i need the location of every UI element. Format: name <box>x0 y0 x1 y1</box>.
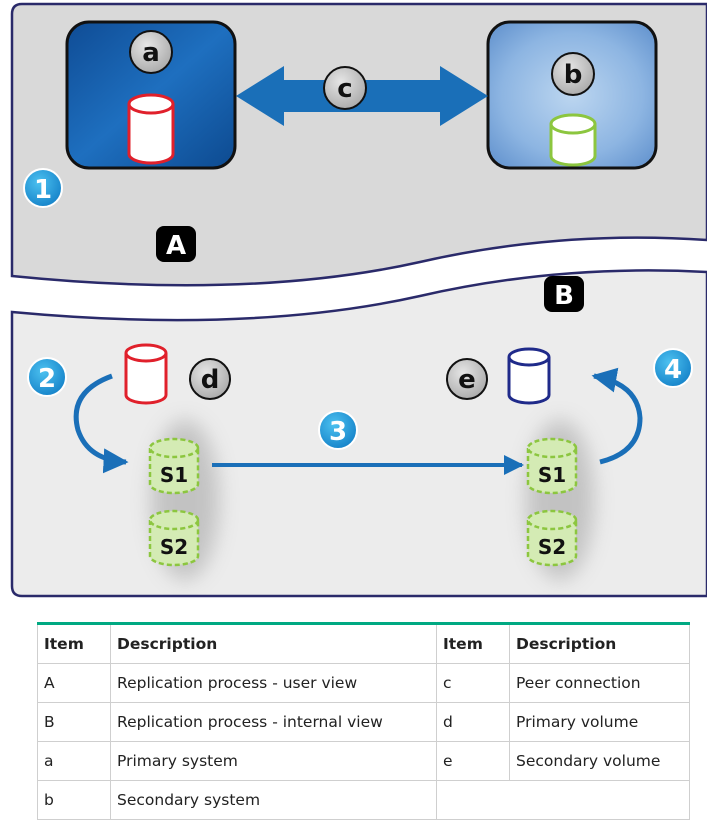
row-item: B <box>37 702 111 742</box>
legend-header-row: Item Description Item Description <box>37 622 690 664</box>
primary-system-label: a <box>129 30 173 74</box>
step-4-badge: 4 <box>653 348 693 388</box>
header-description-1: Description <box>110 622 437 664</box>
snapshot-s2-right-text: S2 <box>538 535 566 559</box>
snapshot-s1-right: S1 <box>526 437 578 495</box>
primary-volume-cylinder <box>124 343 168 405</box>
step-3-text: 3 <box>329 417 347 447</box>
label-b: b <box>564 60 583 90</box>
legend-table: Item Description Item Description A Repl… <box>37 622 690 820</box>
section-b-label: B <box>544 276 584 312</box>
step-2-badge: 2 <box>27 357 67 397</box>
step-3-badge: 3 <box>318 410 358 450</box>
step-2-text: 2 <box>38 364 56 394</box>
secondary-volume-cylinder <box>507 347 551 405</box>
legend-row: A Replication process - user view c Peer… <box>37 663 690 703</box>
snapshot-s1-left-text: S1 <box>160 463 188 487</box>
step-1-text: 1 <box>34 175 52 205</box>
label-d: d <box>201 365 220 395</box>
header-description-2: Description <box>509 622 690 664</box>
snapshot-s1-left: S1 <box>148 437 200 495</box>
row-description: Replication process - user view <box>110 663 437 703</box>
row-item: b <box>37 780 111 820</box>
restore-arrow <box>591 367 643 465</box>
row-description: Secondary volume <box>509 741 690 781</box>
row-item: e <box>436 741 510 781</box>
row-description: Secondary system <box>110 780 437 820</box>
row-description: Replication process - internal view <box>110 702 437 742</box>
snapshot-s2-left-text: S2 <box>160 535 188 559</box>
legend-row: a Primary system e Secondary volume <box>37 741 690 781</box>
label-e: e <box>458 365 476 395</box>
header-item-2: Item <box>436 622 510 664</box>
row-description: Peer connection <box>509 663 690 703</box>
row-item: c <box>436 663 510 703</box>
row-description: Primary system <box>110 741 437 781</box>
section-a-label: A <box>156 226 196 262</box>
internal-view-panel <box>10 269 707 598</box>
legend-row: b Secondary system <box>37 780 690 820</box>
row-item: a <box>37 741 111 781</box>
replication-diagram: a b c 1 A B 2 <box>10 2 707 598</box>
peer-connection-label: c <box>323 66 367 110</box>
snapshot-arrow <box>73 373 129 474</box>
snapshot-s2-right: S2 <box>526 509 578 567</box>
snapshot-s2-left: S2 <box>148 509 200 567</box>
secondary-system-label: b <box>551 52 595 96</box>
empty-cell <box>436 780 690 820</box>
section-b-text: B <box>554 281 574 311</box>
header-item-1: Item <box>37 622 111 664</box>
step-4-text: 4 <box>664 355 682 385</box>
secondary-volume-label: e <box>446 358 488 400</box>
row-item: d <box>436 702 510 742</box>
row-description: Primary volume <box>509 702 690 742</box>
snapshot-s1-right-text: S1 <box>538 463 566 487</box>
primary-volume-icon <box>127 93 175 165</box>
step-1-badge: 1 <box>23 168 63 208</box>
secondary-volume-icon <box>549 113 597 167</box>
primary-volume-label: d <box>189 358 231 400</box>
row-item: A <box>37 663 111 703</box>
section-a-text: A <box>166 231 186 261</box>
label-c: c <box>337 74 352 104</box>
label-a: a <box>142 38 160 68</box>
legend-row: B Replication process - internal view d … <box>37 702 690 742</box>
